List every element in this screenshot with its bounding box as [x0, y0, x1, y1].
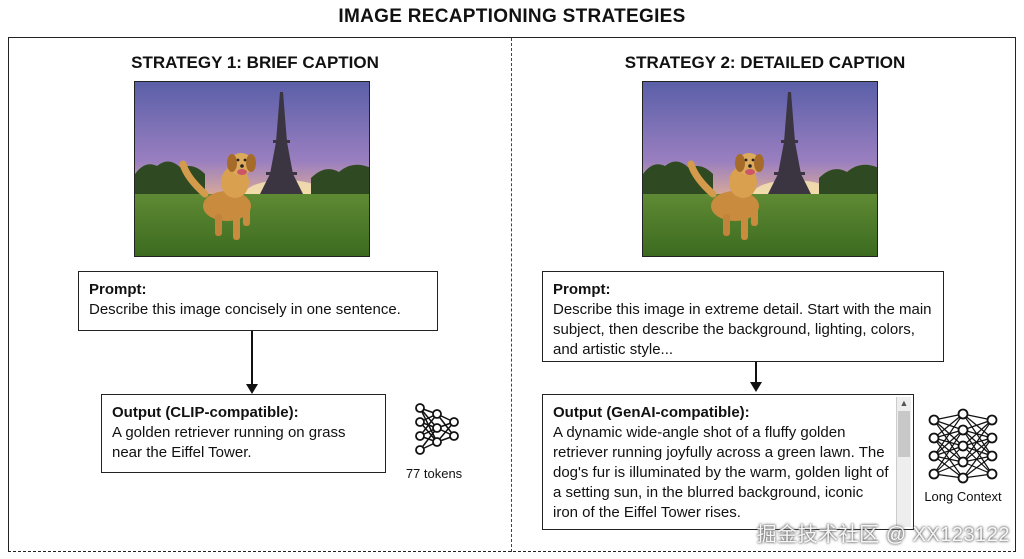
prompt-label: Prompt: — [553, 281, 611, 298]
output-scrollbar[interactable]: ▲ — [896, 397, 911, 527]
arrow-head-brief — [246, 384, 258, 394]
diagram-frame — [8, 37, 1016, 552]
arrow-head-detailed — [750, 382, 762, 392]
scroll-thumb[interactable] — [898, 411, 910, 457]
panel-divider — [511, 38, 512, 552]
output-label: Output (CLIP-compatible): — [112, 404, 299, 421]
output-text: A golden retriever running on grass near… — [112, 424, 346, 461]
scroll-up-icon[interactable]: ▲ — [899, 398, 909, 408]
prompt-text: Describe this image concisely in one sen… — [89, 301, 401, 318]
dog-eiffel-photo-icon — [135, 82, 369, 256]
diagram-title: IMAGE RECAPTIONING STRATEGIES — [338, 6, 686, 27]
output-text: A dynamic wide-angle shot of a fluffy go… — [553, 424, 889, 521]
model-label-brief: 77 tokens — [405, 466, 463, 481]
model-label-detailed: Long Context — [924, 489, 1002, 504]
arrow-detailed — [755, 362, 757, 384]
dog-eiffel-photo-icon — [643, 82, 877, 256]
strategy-1-heading: STRATEGY 1: BRIEF CAPTION — [131, 53, 379, 72]
output-box-detailed[interactable]: Output (GenAI-compatible): A dynamic wid… — [542, 394, 914, 530]
watermark: 掘金技术社区 @ XX123122 — [756, 524, 1010, 546]
photo-detailed — [642, 81, 878, 257]
strategy-2-heading: STRATEGY 2: DETAILED CAPTION — [624, 53, 906, 72]
photo-brief — [134, 81, 370, 257]
prompt-label: Prompt: — [89, 281, 147, 298]
neural-network-icon — [926, 406, 1000, 493]
prompt-box-brief: Prompt: Describe this image concisely in… — [78, 271, 438, 331]
output-label: Output (GenAI-compatible): — [553, 404, 750, 421]
prompt-text: Describe this image in extreme detail. S… — [553, 301, 932, 358]
arrow-brief — [251, 331, 253, 385]
output-box-brief: Output (CLIP-compatible): A golden retri… — [101, 394, 386, 473]
prompt-box-detailed: Prompt: Describe this image in extreme d… — [542, 271, 944, 362]
neural-network-icon — [412, 398, 462, 463]
